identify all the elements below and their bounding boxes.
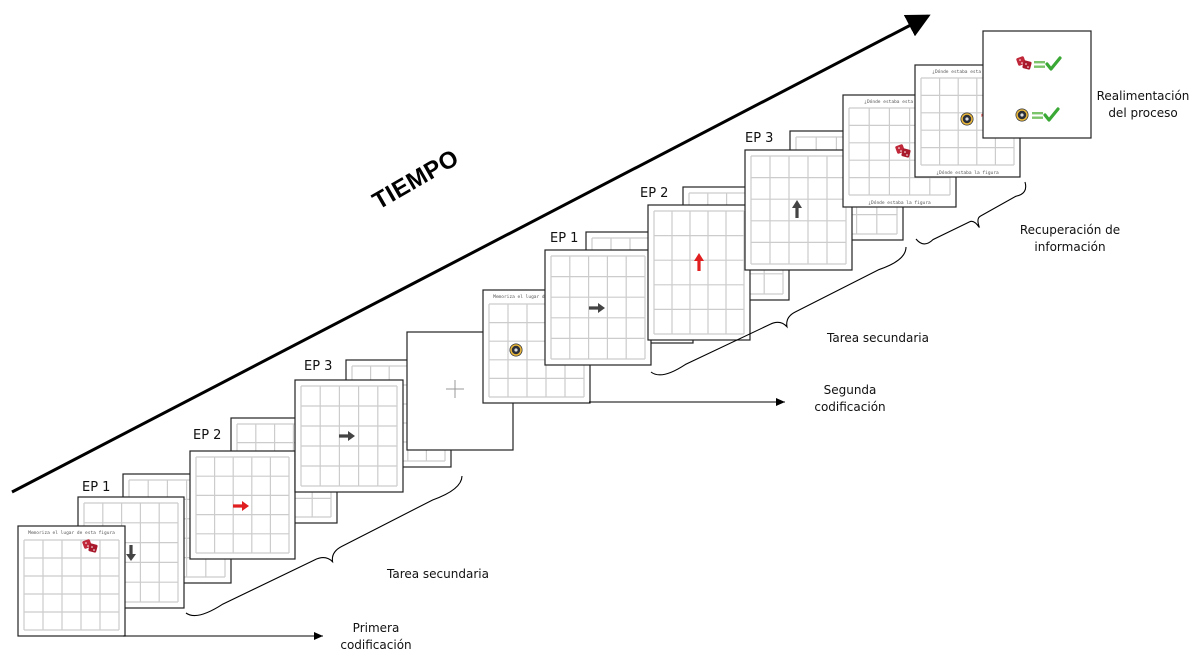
recuperacion-label: Recuperación de información xyxy=(1010,222,1130,256)
die-pip xyxy=(1019,59,1021,61)
cd-hole xyxy=(514,348,518,352)
die-pip xyxy=(906,154,908,156)
die-pip xyxy=(85,542,87,544)
arrow-down-icon xyxy=(126,545,136,561)
segunda-codificacion-label: Segunda codificación xyxy=(805,382,895,416)
card-caption: ¿Dónde estaba esta figura? xyxy=(932,68,1003,75)
equals-bar xyxy=(1032,116,1043,119)
dice-icon xyxy=(895,144,911,158)
die-pip xyxy=(904,151,906,153)
card-bottom-caption: ¿Dónde estaba la figura xyxy=(936,169,999,176)
die-pip xyxy=(1021,62,1023,64)
card-bottom-caption: ¿Dónde estaba la figura xyxy=(868,199,931,206)
arrow-right-icon xyxy=(233,501,249,511)
card-caption: Memoriza el lugar de esta figura xyxy=(28,530,115,536)
cd-ring xyxy=(961,113,973,125)
brace-layer xyxy=(185,181,1027,617)
ep1-label-first: EP 1 xyxy=(82,480,111,495)
equals-icon xyxy=(1034,61,1045,68)
cd-icon xyxy=(960,112,974,126)
primera-line-2: codificación xyxy=(340,638,412,652)
ep2-front-card-2 xyxy=(647,204,751,341)
equals-bar xyxy=(1034,65,1045,68)
cd-icon xyxy=(509,343,523,357)
ep3-front-card-2 xyxy=(744,149,853,271)
dice-icon xyxy=(1016,56,1032,70)
cd-hole xyxy=(965,117,969,121)
card-frame xyxy=(647,204,751,341)
card-frame xyxy=(982,30,1092,139)
check-icon xyxy=(1043,107,1060,122)
arrow-right-icon xyxy=(339,431,355,441)
ep3-front-card xyxy=(294,379,404,493)
arrow-up-icon xyxy=(792,200,802,218)
ep3-label-first: EP 3 xyxy=(304,359,333,374)
recuperacion-line-1: Recuperación de xyxy=(1019,223,1121,237)
arrow-shape xyxy=(694,253,704,271)
primera-codificacion-label: Primera codificación xyxy=(336,620,416,654)
ep2-label-second: EP 2 xyxy=(640,186,669,201)
die-shape xyxy=(1022,60,1032,70)
arrow-shape xyxy=(792,200,802,218)
die-pip xyxy=(900,150,902,152)
ep1-front-card-2 xyxy=(544,249,652,366)
arrow-shape xyxy=(233,501,249,511)
tarea-secundaria-label-2: Tarea secundaria xyxy=(827,331,929,345)
arrow-shape xyxy=(339,431,355,441)
arrow-right-icon xyxy=(589,303,605,313)
die-pip xyxy=(1025,63,1027,65)
recuperacion-brace xyxy=(915,181,1027,245)
ep2-front-card xyxy=(189,450,296,560)
die-shape xyxy=(901,148,911,158)
ep3-label-second: EP 3 xyxy=(745,131,774,146)
time-axis-arrow xyxy=(11,14,931,494)
cd-icon xyxy=(1015,108,1029,122)
card-caption: Memoriza el lugar de esta figura xyxy=(493,294,580,300)
die-pip xyxy=(1027,66,1029,68)
primera-codificacion-card: Memoriza el lugar de esta figura xyxy=(17,525,126,637)
equals-bar xyxy=(1034,61,1045,64)
card-caption: ¿Dónde estaba esta figura? xyxy=(864,98,935,105)
cd-ring xyxy=(510,344,522,356)
check-icon xyxy=(1045,56,1062,71)
tarea-secundaria-label-1: Tarea secundaria xyxy=(387,567,489,581)
equals-bar xyxy=(1032,112,1043,115)
realimentacion-label: Realimentación del proceso xyxy=(1090,88,1196,122)
ep2-label-first: EP 2 xyxy=(193,428,222,443)
tarea-secundaria-brace-2 xyxy=(650,246,907,376)
cd-hole xyxy=(1020,113,1024,117)
realimentacion-line-1: Realimentación xyxy=(1096,89,1190,103)
die-shape xyxy=(88,543,98,553)
arrow-up-icon xyxy=(694,253,704,271)
die-pip xyxy=(91,546,93,548)
realimentacion-line-2: del proceso xyxy=(1108,106,1178,120)
arrow-shape xyxy=(126,545,136,561)
recuperacion-line-2: información xyxy=(1034,240,1106,254)
card-stack-layer: Memoriza el lugar de esta figuraMemoriza… xyxy=(17,30,1092,637)
ep1-label-second: EP 1 xyxy=(550,231,579,246)
tarea-secundaria-brace-1 xyxy=(185,475,463,617)
dice-icon xyxy=(82,539,98,553)
cd-ring xyxy=(1016,109,1028,121)
equals-icon xyxy=(1032,112,1043,119)
die-pip xyxy=(87,545,89,547)
primera-line-1: Primera xyxy=(352,621,400,635)
card-frame xyxy=(17,525,126,637)
segunda-line-1: Segunda xyxy=(823,383,877,397)
realimentacion-card xyxy=(982,30,1092,139)
segunda-line-2: codificación xyxy=(814,400,886,414)
die-pip xyxy=(93,549,95,551)
arrow-shape xyxy=(589,303,605,313)
die-pip xyxy=(898,147,900,149)
